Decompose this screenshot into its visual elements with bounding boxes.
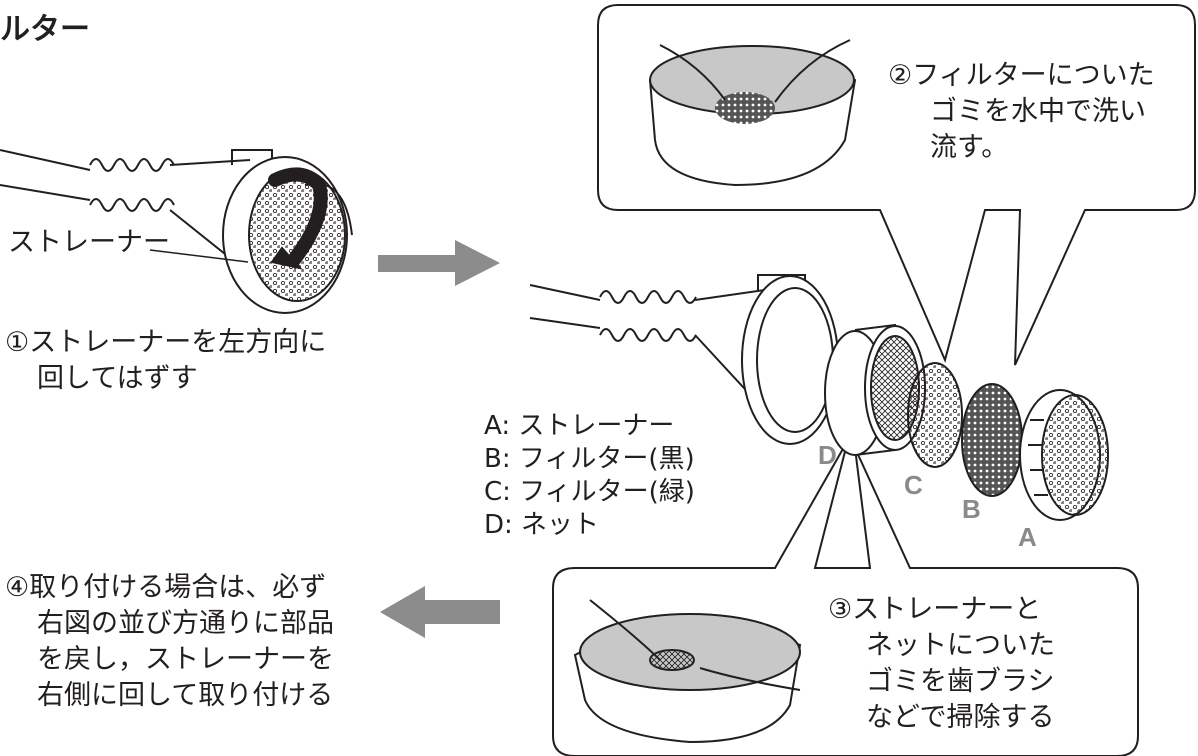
step3-line3: ゴミを歯ブラシ [866, 666, 1055, 697]
strainer-label: ストレーナー [8, 227, 170, 258]
step3-line2: ネットについた [866, 630, 1055, 661]
part-letter-a: A [1018, 522, 1037, 552]
part-c-filter-green [907, 362, 963, 468]
part-b-filter-black [961, 383, 1023, 497]
step2-line1: ②フィルターについた [888, 60, 1155, 91]
step4-text: ④取り付ける場合は、必ず 右図の並び方通りに部品 を戻し，ストレーナーを 右側に… [5, 570, 334, 714]
step3-line4: などで掃除する [866, 702, 1055, 733]
right-arrow-icon [378, 240, 500, 286]
basin-washing-filter [648, 39, 857, 187]
step2-text: ②フィルターについた ゴミを水中で洗い 流す。 [888, 58, 1155, 166]
basin-brushing-parts [573, 599, 802, 744]
step3-line1: ③ストレーナーと [828, 594, 1042, 625]
part-letter-c: C [904, 470, 923, 500]
step2-line2: ゴミを水中で洗い [930, 96, 1146, 127]
step1-line1: ①ストレーナーを左方向に [5, 327, 327, 358]
legend-item-c: C: フィルター(緑) [484, 477, 695, 507]
step3-text: ③ストレーナーと ネットについた ゴミを歯ブラシ などで掃除する [828, 592, 1055, 736]
step2-line3: 流す。 [930, 132, 1009, 163]
part-a-strainer [1019, 389, 1109, 521]
page-title: ルター [0, 12, 90, 47]
step4-line4: 右側に回して取り付ける [37, 680, 334, 711]
hose-with-strainer [0, 149, 353, 314]
step4-line2: 右図の並び方通りに部品 [37, 608, 334, 639]
part-letter-d: D [818, 440, 837, 470]
part-letter-b: B [962, 494, 981, 524]
parts-legend: A: ストレーナー B: フィルター(黒) C: フィルター(緑) D: ネット [484, 410, 695, 542]
step4-line1: ④取り付ける場合は、必ず [5, 572, 327, 603]
step1-line2: 回してはずす [37, 363, 198, 394]
step4-line3: を戻し，ストレーナーを [37, 644, 334, 675]
step1-text: ①ストレーナーを左方向に 回してはずす [5, 325, 326, 397]
legend-item-b: B: フィルター(黒) [484, 444, 695, 474]
legend-item-a: A: ストレーナー [484, 411, 675, 441]
legend-item-d: D: ネット [484, 510, 600, 540]
left-arrow-icon [380, 586, 500, 638]
